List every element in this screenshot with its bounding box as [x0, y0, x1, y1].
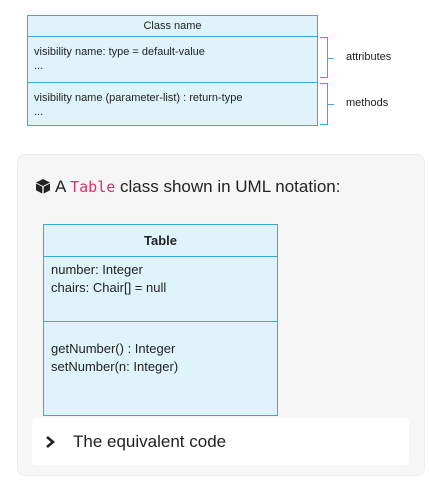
attributes-line: visibility name: type = default-value [34, 46, 205, 58]
attributes-compartment: visibility name: type = default-value ..… [28, 37, 317, 82]
method-get-number: getNumber() : Integer [51, 341, 176, 356]
attributes-ellipsis: ... [34, 60, 44, 72]
methods-label: methods [346, 97, 389, 109]
methods-compartment: visibility name (parameter-list) : retur… [28, 82, 317, 126]
info-card: A Table class shown in UML notation: Tab… [17, 154, 425, 476]
header-code: Table [70, 178, 116, 196]
cube-icon [36, 179, 50, 194]
table-class-diagram: Table number: Integer chairs: Chair[] = … [43, 224, 278, 416]
card-header: A Table class shown in UML notation: [35, 177, 340, 197]
attributes-brace [320, 37, 334, 78]
class-name-row: Class name [28, 16, 317, 37]
attributes-label: attributes [346, 51, 392, 63]
equivalent-code-expander[interactable]: The equivalent code [32, 418, 409, 465]
header-text-after: class shown in UML notation: [115, 177, 341, 196]
table-methods-compartment: getNumber() : Integer setNumber(n: Integ… [44, 321, 277, 415]
table-class-title: Table [44, 225, 277, 257]
table-attributes-compartment: number: Integer chairs: Chair[] = null [44, 257, 277, 321]
attribute-chairs: chairs: Chair[] = null [51, 280, 167, 295]
methods-ellipsis: ... [34, 106, 44, 118]
header-text-before: A [55, 177, 71, 196]
methods-brace [320, 83, 334, 125]
attribute-number: number: Integer [51, 262, 143, 277]
method-set-number: setNumber(n: Integer) [51, 359, 179, 374]
methods-line: visibility name (parameter-list) : retur… [34, 92, 243, 104]
generic-class-diagram: Class name visibility name: type = defau… [27, 15, 318, 126]
chevron-right-icon [46, 435, 56, 448]
expander-label: The equivalent code [73, 431, 227, 451]
